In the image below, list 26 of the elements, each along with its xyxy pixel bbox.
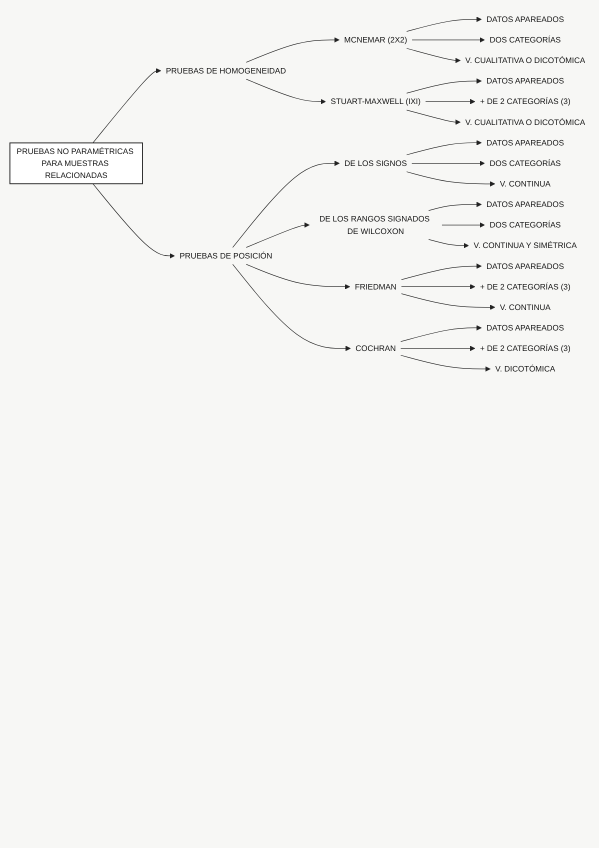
arrow (245, 37, 339, 63)
arrow (406, 140, 482, 156)
arrow (400, 263, 482, 280)
arrow (411, 37, 484, 43)
arrow (92, 68, 161, 144)
arrow (424, 98, 475, 104)
arrow (245, 264, 350, 290)
arrow (406, 48, 460, 64)
arrow (245, 222, 310, 248)
arrow (232, 160, 340, 248)
arrow (411, 160, 484, 166)
arrow (406, 16, 482, 32)
arrow (400, 284, 475, 290)
arrow (400, 346, 475, 352)
arrow (400, 293, 495, 310)
arrow (245, 78, 326, 104)
arrow (406, 110, 460, 125)
arrow (428, 202, 482, 211)
arrow (400, 325, 482, 342)
arrow (406, 171, 495, 187)
arrow (441, 222, 484, 228)
arrow (400, 354, 490, 372)
arrow (232, 264, 350, 352)
arrow (92, 183, 174, 259)
arrow (406, 78, 482, 94)
arrow (428, 239, 468, 248)
